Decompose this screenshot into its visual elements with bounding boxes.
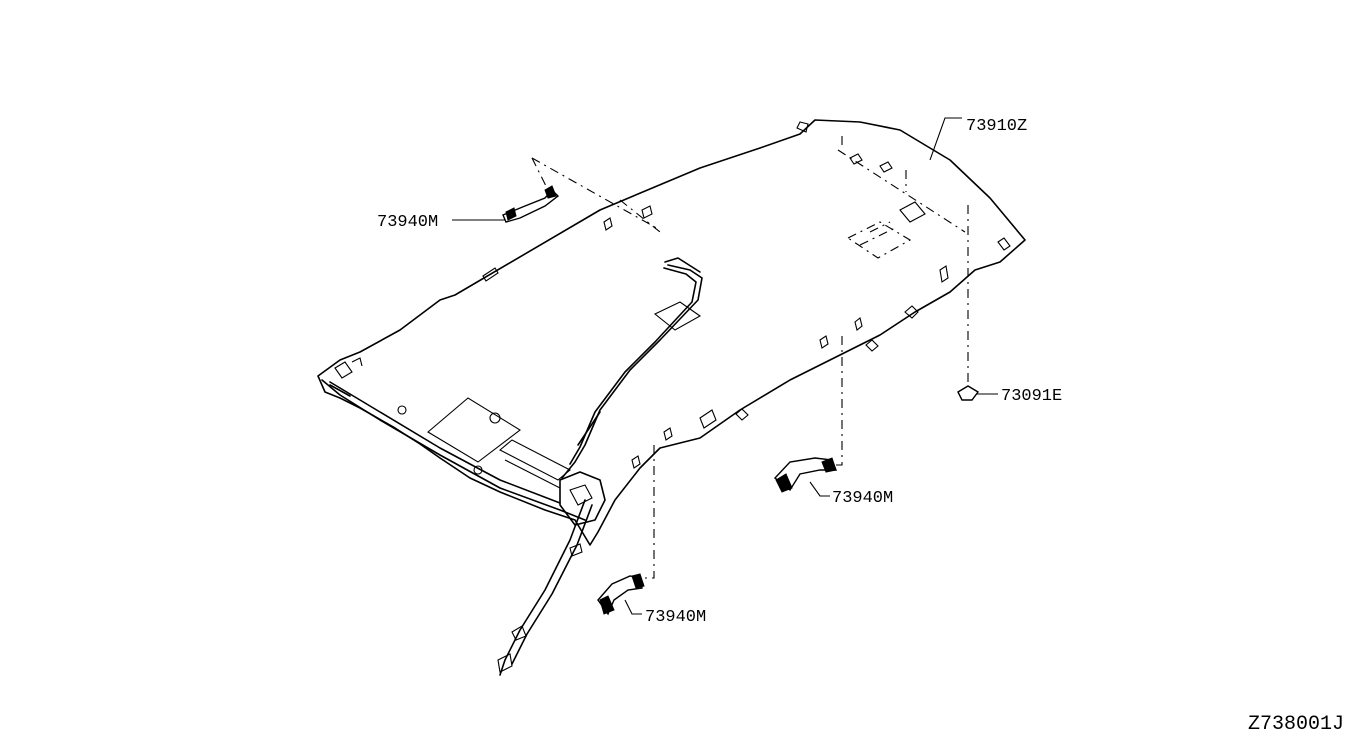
clip	[957, 205, 980, 401]
wiring-harness	[329, 257, 703, 676]
rear-grip	[773, 336, 843, 493]
label-headlining: 73910Z	[966, 117, 1027, 136]
headlining-panel	[317, 119, 1026, 546]
front-grip	[597, 445, 655, 616]
label-grip-sunvisor: 73940M	[377, 213, 438, 232]
leader-lines	[452, 117, 998, 615]
figure-code: Z738001J	[1248, 713, 1344, 736]
label-clip: 73091E	[1001, 387, 1062, 406]
label-grip-rear: 73940M	[832, 489, 893, 508]
sunvisor-grip	[502, 157, 661, 233]
label-grip-front: 73940M	[645, 608, 706, 627]
